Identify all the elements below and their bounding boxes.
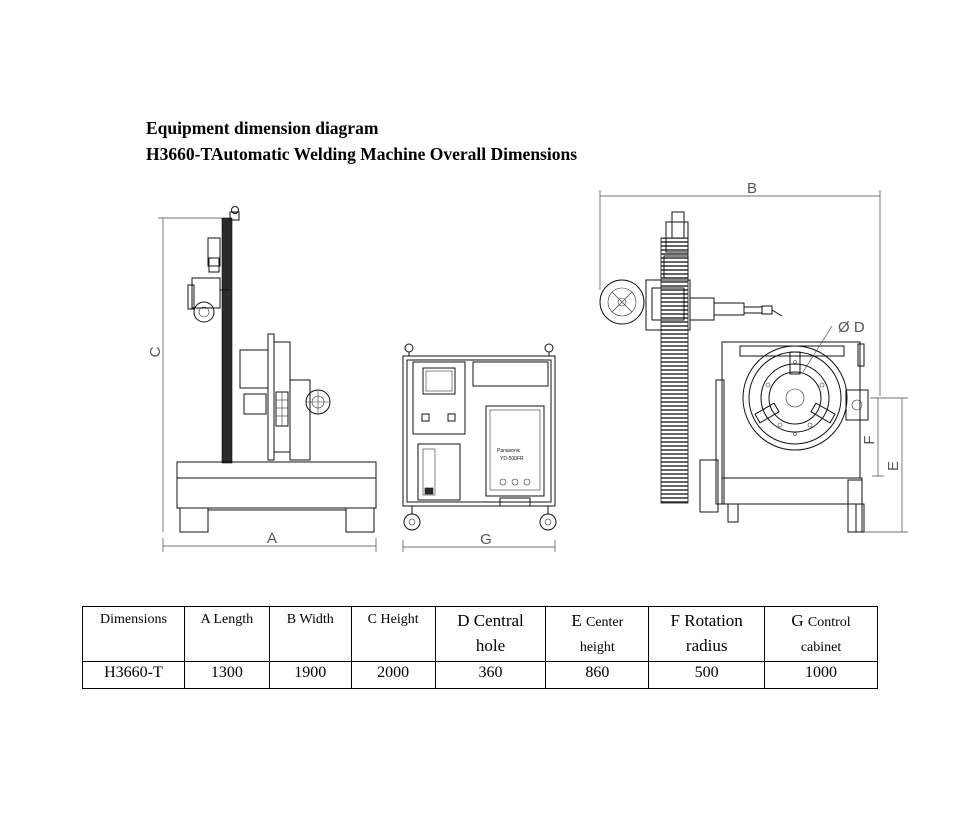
dim-f-label: F bbox=[861, 435, 878, 444]
dimensions-table: Dimensions A Length B Width C Height D C… bbox=[82, 606, 878, 689]
dim-e-label: E bbox=[885, 461, 902, 471]
header-b-width: B Width bbox=[268, 606, 352, 662]
dim-g: G bbox=[402, 531, 556, 552]
cell-c: 2000 bbox=[350, 661, 436, 689]
diagram-subtitle: H3660-TAutomatic Welding Machine Overall… bbox=[146, 144, 578, 164]
dim-g-label: G bbox=[480, 531, 492, 548]
cell-model: H3660-T bbox=[82, 661, 185, 689]
cell-a: 1300 bbox=[183, 661, 270, 689]
dim-d-label: Ø D bbox=[838, 319, 865, 336]
diagram-title: Equipment dimension diagram bbox=[146, 118, 379, 138]
cell-e: 860 bbox=[545, 661, 650, 689]
dim-b: B bbox=[599, 180, 881, 396]
cell-d: 360 bbox=[434, 661, 547, 689]
chuck-outer bbox=[742, 345, 848, 451]
control-cabinet-view: Panasonic YD-500FR bbox=[402, 343, 557, 531]
header-c-height: C Height bbox=[350, 606, 436, 662]
power-source-brand: Panasonic bbox=[497, 448, 521, 454]
power-source-model: YD-500FR bbox=[500, 456, 524, 462]
dim-c: C bbox=[147, 217, 222, 532]
dimension-drawing: A C Panasonic YD-500FR bbox=[147, 180, 908, 552]
side-view bbox=[176, 206, 377, 533]
cell-g: 1000 bbox=[764, 661, 878, 689]
table-header-row: Dimensions A Length B Width C Height D C… bbox=[82, 606, 878, 662]
table-row: H3660-T 1300 1900 2000 360 860 500 1000 bbox=[82, 661, 878, 689]
front-view bbox=[599, 211, 869, 533]
dim-a: A bbox=[162, 530, 377, 552]
dim-c-label: C bbox=[147, 346, 164, 357]
dim-b-label: B bbox=[747, 180, 757, 197]
cell-f: 500 bbox=[648, 661, 766, 689]
header-dimensions: Dimensions bbox=[82, 606, 185, 662]
dim-e: E bbox=[864, 397, 908, 533]
cell-b: 1900 bbox=[268, 661, 352, 689]
side-column bbox=[221, 217, 233, 464]
dim-d: Ø D bbox=[838, 319, 865, 336]
dim-f: F bbox=[861, 398, 884, 477]
front-column bbox=[660, 237, 689, 504]
header-a-length: A Length bbox=[183, 606, 270, 662]
dim-a-label: A bbox=[267, 530, 277, 547]
